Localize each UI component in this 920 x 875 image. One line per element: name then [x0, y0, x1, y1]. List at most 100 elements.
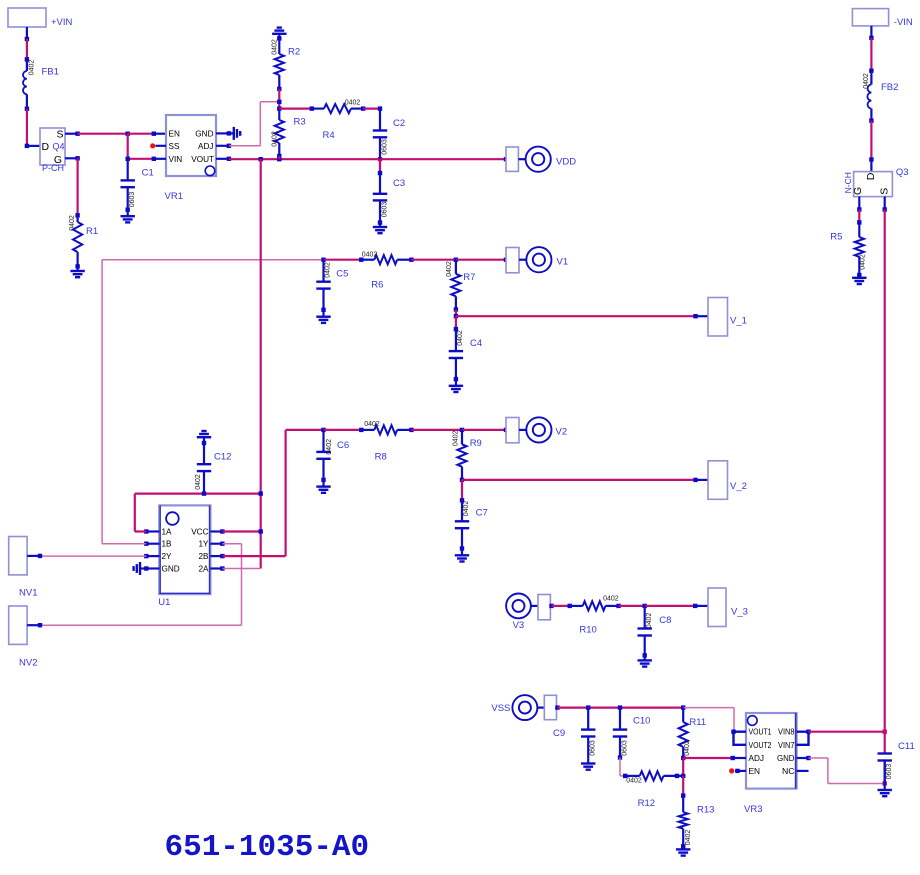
svg-text:0402: 0402: [646, 613, 653, 629]
svg-text:N-CH: N-CH: [843, 172, 853, 193]
svg-text:0603: 0603: [382, 202, 389, 218]
svg-text:R8: R8: [375, 452, 387, 463]
svg-text:NV1: NV1: [19, 588, 37, 599]
svg-text:0402: 0402: [626, 778, 642, 785]
svg-text:VOUT2: VOUT2: [749, 741, 772, 750]
svg-text:2A: 2A: [198, 565, 209, 574]
svg-text:R11: R11: [689, 717, 706, 728]
svg-text:VOUT1: VOUT1: [749, 728, 772, 737]
svg-text:U1: U1: [158, 597, 170, 608]
svg-text:VDD: VDD: [556, 156, 576, 167]
svg-text:VOUT: VOUT: [191, 155, 214, 164]
svg-text:R5: R5: [830, 232, 842, 243]
svg-text:0603: 0603: [382, 139, 389, 155]
svg-text:VR1: VR1: [165, 191, 183, 202]
svg-text:1Y: 1Y: [198, 540, 209, 549]
svg-text:V3: V3: [513, 620, 525, 631]
svg-text:0402: 0402: [29, 60, 36, 76]
svg-text:V_3: V_3: [731, 607, 748, 618]
svg-text:S: S: [879, 188, 891, 195]
svg-text:0402: 0402: [860, 254, 867, 270]
svg-text:C11: C11: [898, 741, 915, 752]
svg-text:0402: 0402: [463, 501, 470, 517]
svg-text:SS: SS: [169, 142, 180, 151]
svg-text:FB2: FB2: [881, 82, 898, 93]
svg-text:0402: 0402: [271, 39, 278, 55]
svg-text:0402: 0402: [452, 430, 459, 446]
svg-text:2Y: 2Y: [162, 552, 173, 561]
svg-text:0402: 0402: [685, 830, 692, 846]
svg-text:V2: V2: [556, 426, 568, 437]
svg-text:0402: 0402: [684, 740, 691, 756]
svg-text:Q3: Q3: [896, 167, 909, 178]
svg-text:R13: R13: [697, 805, 714, 816]
svg-text:0603: 0603: [129, 192, 136, 208]
svg-text:R12: R12: [638, 798, 655, 809]
svg-text:-VIN: -VIN: [894, 17, 913, 28]
svg-text:0603: 0603: [590, 740, 597, 756]
svg-text:+VIN: +VIN: [51, 17, 73, 28]
svg-text:C10: C10: [633, 716, 650, 727]
svg-text:VIN8: VIN8: [778, 728, 795, 737]
svg-text:GND: GND: [777, 754, 795, 763]
svg-text:0603: 0603: [621, 740, 628, 756]
svg-text:S: S: [56, 128, 63, 140]
svg-text:G: G: [54, 154, 62, 166]
svg-text:ADJ: ADJ: [749, 754, 765, 763]
svg-text:0402: 0402: [362, 252, 378, 259]
svg-text:0402: 0402: [271, 131, 278, 147]
svg-text:0603: 0603: [886, 764, 893, 780]
svg-text:C5: C5: [336, 269, 348, 280]
svg-text:R3: R3: [294, 117, 306, 128]
svg-text:C8: C8: [659, 615, 671, 626]
svg-text:0402: 0402: [446, 261, 453, 277]
svg-text:2B: 2B: [198, 552, 209, 561]
svg-text:EN: EN: [169, 129, 180, 138]
svg-text:P-CH: P-CH: [42, 163, 64, 173]
svg-text:R4: R4: [323, 130, 335, 141]
svg-text:0402: 0402: [69, 215, 76, 231]
svg-text:R9: R9: [470, 438, 482, 449]
svg-text:V1: V1: [557, 256, 569, 267]
svg-text:0402: 0402: [195, 474, 202, 490]
svg-text:VCC: VCC: [191, 528, 208, 537]
svg-text:GND: GND: [162, 565, 180, 574]
svg-text:V_2: V_2: [730, 481, 747, 492]
svg-text:C1: C1: [142, 168, 154, 179]
svg-text:G: G: [852, 187, 864, 195]
svg-text:ADJ: ADJ: [198, 142, 213, 151]
svg-text:D: D: [42, 141, 50, 153]
svg-text:0402: 0402: [603, 596, 619, 603]
svg-text:C2: C2: [393, 118, 405, 129]
svg-text:VR3: VR3: [744, 804, 762, 815]
svg-text:NC: NC: [782, 767, 795, 776]
svg-text:D: D: [865, 172, 877, 180]
svg-text:0402: 0402: [863, 73, 870, 89]
svg-text:1A: 1A: [162, 528, 173, 537]
svg-text:FB1: FB1: [42, 67, 59, 78]
svg-text:C7: C7: [476, 508, 488, 519]
svg-text:C12: C12: [214, 452, 231, 463]
svg-text:C6: C6: [337, 440, 349, 451]
svg-text:C4: C4: [470, 338, 482, 349]
svg-text:VIN: VIN: [169, 155, 183, 164]
svg-text:R10: R10: [579, 625, 596, 636]
svg-text:R2: R2: [288, 47, 300, 58]
svg-text:0402: 0402: [364, 421, 380, 428]
svg-text:1B: 1B: [162, 540, 173, 549]
svg-text:0402: 0402: [457, 330, 464, 346]
svg-text:V_1: V_1: [730, 316, 747, 327]
svg-text:0402: 0402: [345, 100, 361, 107]
svg-text:VSS: VSS: [491, 703, 510, 714]
svg-text:R1: R1: [86, 226, 98, 237]
svg-text:GND: GND: [195, 129, 213, 138]
svg-text:C9: C9: [553, 728, 565, 739]
svg-text:R6: R6: [371, 280, 383, 291]
svg-text:651-1035-A0: 651-1035-A0: [165, 830, 370, 865]
svg-text:NV2: NV2: [19, 658, 37, 669]
svg-text:VIN7: VIN7: [778, 741, 795, 750]
svg-text:0402: 0402: [326, 439, 333, 455]
svg-text:Q4: Q4: [53, 141, 65, 151]
svg-text:R7: R7: [463, 272, 475, 283]
svg-text:0402: 0402: [325, 262, 332, 278]
